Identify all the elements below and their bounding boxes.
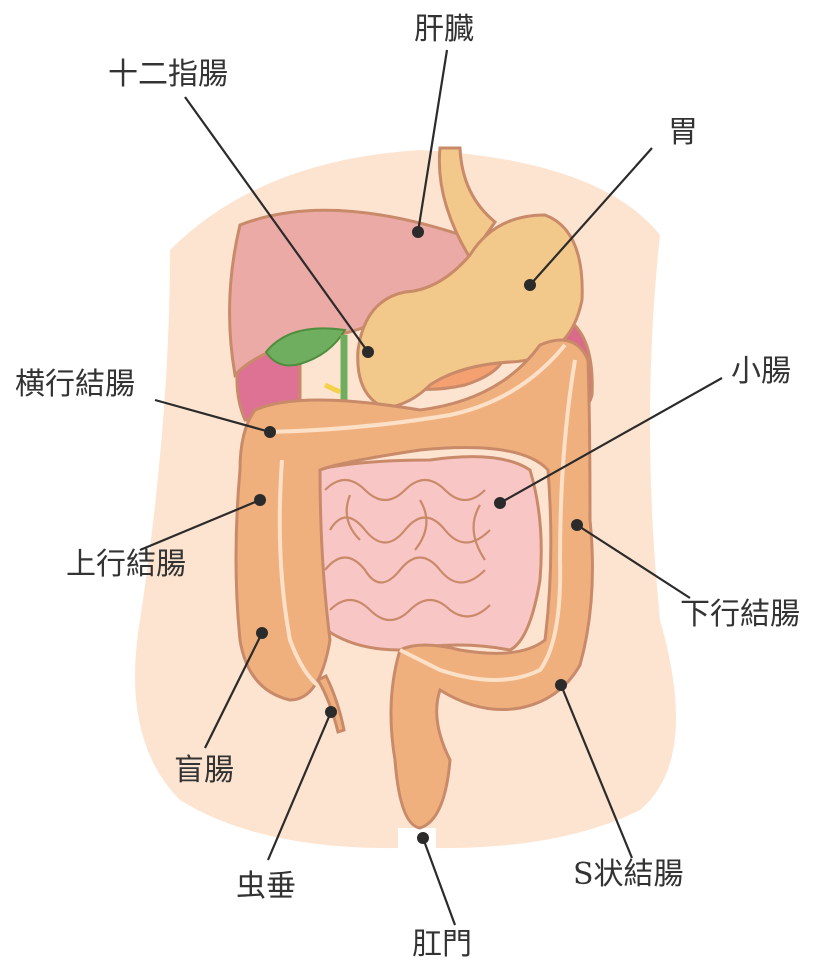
label-appendix: 虫垂 (236, 872, 296, 902)
label-cecum: 盲腸 (174, 756, 234, 786)
label-small-intestine: 小腸 (731, 357, 791, 387)
label-transverse-colon: 横行結腸 (15, 370, 135, 400)
label-liver: 肝臓 (414, 15, 474, 45)
label-anus: 肛門 (412, 930, 472, 960)
label-ascending-colon: 上行結腸 (66, 550, 186, 580)
label-descending-colon: 下行結腸 (680, 600, 800, 630)
label-sigmoid-colon: S状結腸 (573, 860, 684, 890)
label-duodenum: 十二指腸 (108, 60, 228, 90)
torso-gap (398, 828, 436, 858)
small-intestine (309, 457, 542, 650)
label-stomach: 胃 (668, 118, 698, 148)
